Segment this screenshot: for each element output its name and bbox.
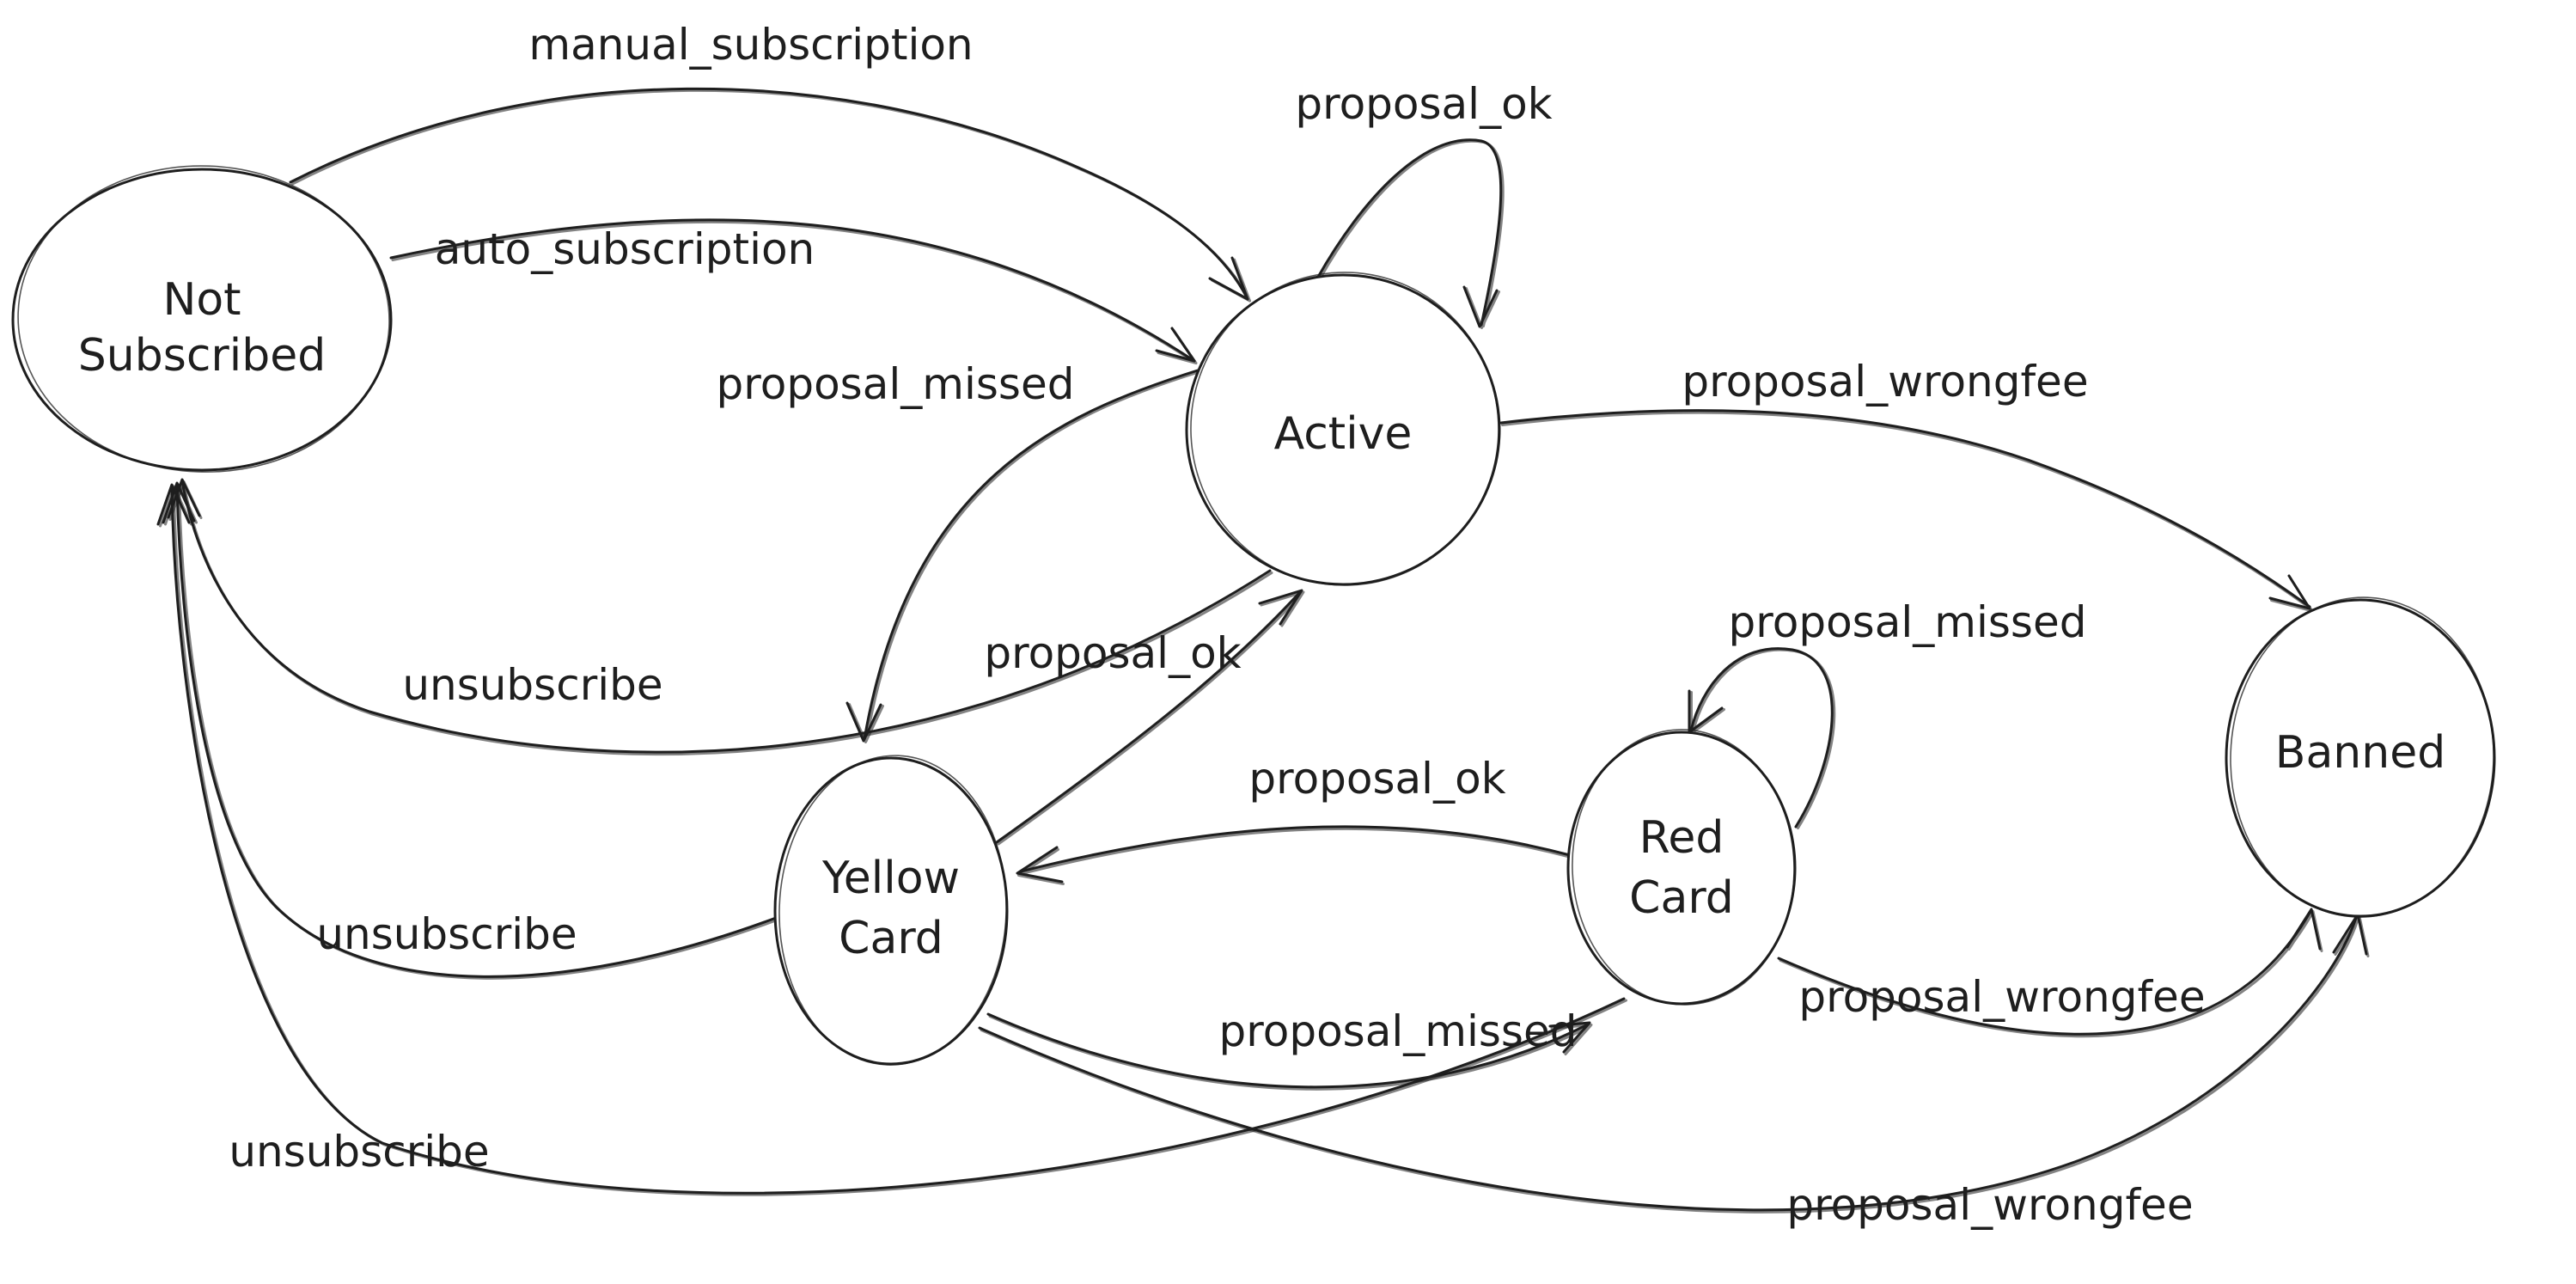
state-circle	[1185, 273, 1501, 586]
transition-manual-subscription[interactable]: manual_subscription	[289, 20, 1251, 303]
state-circle-sketch	[1572, 729, 1795, 1006]
sketch-echo-stroke	[848, 370, 1204, 743]
transition-label: proposal_wrongfee	[1682, 357, 2088, 407]
transition-proposal-wrongfee-yellow-banned[interactable]: proposal_wrongfee	[978, 913, 2370, 1230]
sketch-echo-stroke	[168, 480, 1273, 756]
arrowhead-icon	[845, 701, 882, 743]
state-label-line2: Card	[1629, 872, 1734, 924]
transition-auto-subscription[interactable]: auto_subscription	[389, 218, 1198, 364]
edge-line	[1499, 409, 2311, 608]
edge-line	[1777, 911, 2311, 1036]
state-label-line2: Card	[839, 913, 943, 964]
state-banned[interactable]: Banned	[2225, 593, 2500, 921]
transition-proposal-wrongfee-red-banned[interactable]: proposal_wrongfee	[1777, 908, 2323, 1038]
state-circle	[2225, 598, 2496, 918]
arrowhead-icon	[1462, 285, 1499, 328]
state-label-line1: Red	[1639, 812, 1724, 864]
state-circle-sketch	[2230, 596, 2494, 918]
transition-label: manual_subscription	[528, 20, 973, 70]
transition-unsubscribe-active[interactable]: unsubscribe	[167, 478, 1273, 756]
transition-unsubscribe-yellow[interactable]: unsubscribe	[162, 481, 779, 980]
state-label-line1: Not	[162, 274, 241, 326]
transition-proposal-ok-red-yellow[interactable]: proposal_ok	[1016, 754, 1572, 885]
state-circle-sketch	[778, 755, 1007, 1066]
edge-line	[863, 368, 1202, 741]
arrowhead-icon	[1258, 589, 1303, 626]
sketch-echo-stroke	[1501, 411, 2312, 612]
state-label: Banned	[2275, 727, 2445, 779]
transition-label: unsubscribe	[316, 909, 577, 959]
transition-label: proposal_ok	[1248, 754, 1505, 804]
state-circle	[773, 756, 1009, 1066]
state-circle-sketch	[17, 165, 390, 473]
transition-proposal-missed-active-yellow[interactable]: proposal_missed	[717, 359, 1204, 743]
transition-label: proposal_ok	[1295, 79, 1552, 129]
transition-label: proposal_missed	[1219, 1006, 1578, 1056]
transition-proposal-missed-red-self[interactable]: proposal_missed	[1688, 597, 2087, 829]
transition-label: unsubscribe	[402, 660, 662, 710]
arrowhead-icon	[1016, 846, 1064, 884]
transition-label: proposal_missed	[1729, 597, 2087, 647]
sketch-echo-stroke	[164, 483, 779, 980]
edge-line	[1019, 825, 1572, 873]
edge-line	[986, 1012, 1590, 1089]
transition-label: unsubscribe	[229, 1127, 489, 1177]
state-active[interactable]: Active	[1185, 267, 1504, 590]
transition-label: auto_subscription	[435, 224, 815, 274]
transition-label: proposal_wrongfee	[1786, 1180, 2193, 1230]
state-not-subscribed[interactable]: Not Subscribed	[11, 160, 394, 479]
state-circle	[11, 168, 393, 472]
transition-proposal-missed-yellow-red[interactable]: proposal_missed	[986, 1006, 1593, 1091]
transition-label: proposal_missed	[717, 359, 1075, 409]
edge-line	[175, 485, 778, 978]
state-label-line1: Yellow	[821, 853, 960, 904]
edge-line	[170, 486, 1626, 1195]
edge-line	[995, 591, 1301, 844]
transition-proposal-ok-active-self[interactable]: proposal_ok	[1295, 79, 1553, 329]
state-circle-sketch	[1190, 272, 1499, 586]
transition-label: proposal_wrongfee	[1798, 972, 2205, 1022]
transition-proposal-wrongfee-active-banned[interactable]: proposal_wrongfee	[1499, 357, 2312, 612]
state-red-card[interactable]: Red Card	[1566, 726, 1798, 1009]
edge-line	[978, 916, 2358, 1212]
state-circle	[1566, 731, 1797, 1006]
state-label: Active	[1274, 408, 1413, 460]
state-label-line2: Subscribed	[78, 330, 327, 382]
transition-label: proposal_ok	[984, 628, 1241, 678]
state-yellow-card[interactable]: Yellow Card	[773, 752, 1011, 1069]
transition-proposal-ok-yellow-active[interactable]: proposal_ok	[984, 589, 1305, 846]
transition-unsubscribe-red[interactable]: unsubscribe	[156, 483, 1627, 1196]
edge-line	[180, 480, 1272, 754]
